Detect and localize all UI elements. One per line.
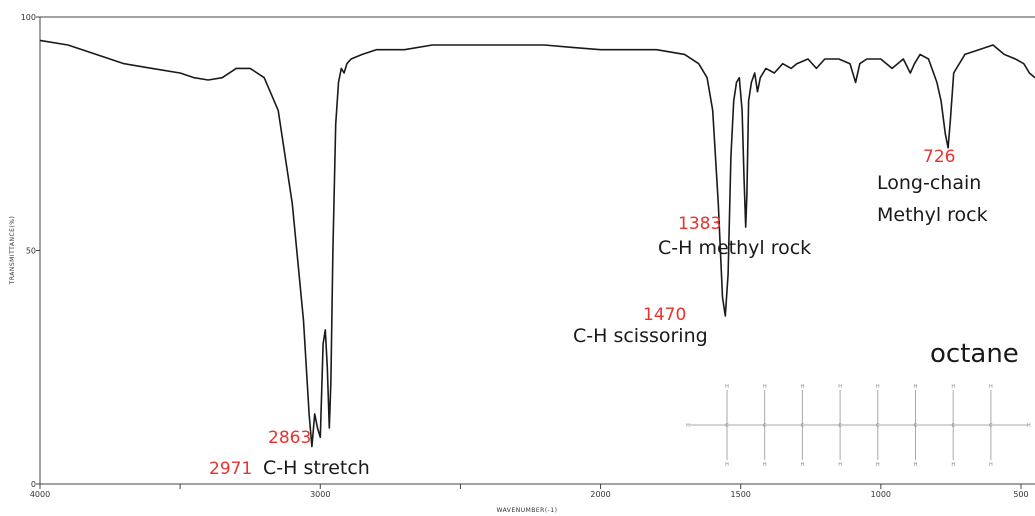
molecule-hydrogen: H xyxy=(951,384,955,390)
molecule-carbon: C xyxy=(914,423,918,429)
y-axis-label: TRANSMITTANCE(%) xyxy=(9,216,16,286)
molecule-hydrogen: H xyxy=(914,462,918,468)
annotation-726-label: Long-chain xyxy=(877,172,981,194)
molecule-hydrogen: H xyxy=(686,423,690,429)
annotation-1470-number: 1470 xyxy=(643,305,686,325)
annotation-2971-number: 2971 xyxy=(209,459,252,479)
molecule-carbon: C xyxy=(989,423,993,429)
molecule-hydrogen: H xyxy=(951,462,955,468)
molecule-hydrogen: H xyxy=(989,462,993,468)
annotation-1470-label: C-H scissoring xyxy=(573,325,708,347)
molecule-hydrogen: H xyxy=(876,384,880,390)
spectrum-series-line xyxy=(39,39,1035,448)
x-tick-label: 4000 xyxy=(30,490,50,499)
x-tick-label: 500 xyxy=(1013,490,1028,499)
annotation-1383-label: C-H methyl rock xyxy=(658,237,811,259)
octane-structure-diagram: H H C H H C H H C H H C H H C H H C H H C H H C H H xyxy=(686,384,1031,468)
x-tick-label: 3000 xyxy=(310,490,330,499)
molecule-hydrogen: H xyxy=(801,384,805,390)
molecule-hydrogen: H xyxy=(838,462,842,468)
molecule-hydrogen: H xyxy=(914,384,918,390)
molecule-carbon: C xyxy=(725,423,729,429)
molecule-hydrogen: H xyxy=(838,384,842,390)
molecule-carbon: C xyxy=(763,423,767,429)
molecule-hydrogen: H xyxy=(1027,423,1031,429)
x-axis-label: WAVENUMBER(-1) xyxy=(496,507,557,514)
molecule-hydrogen: H xyxy=(763,462,767,468)
molecule-hydrogen: H xyxy=(725,462,729,468)
y-tick-label: 50 xyxy=(26,247,36,256)
y-tick-label: 0 xyxy=(31,480,36,489)
molecule-carbon: C xyxy=(876,423,880,429)
y-tick-label: 100 xyxy=(21,13,36,22)
x-tick-label: 1000 xyxy=(871,490,891,499)
annotation-2971-label: C-H stretch xyxy=(263,457,370,479)
annotation-2863-number: 2863 xyxy=(268,428,311,448)
x-tick-label: 2000 xyxy=(590,490,610,499)
molecule-carbon: C xyxy=(951,423,955,429)
molecule-hydrogen: H xyxy=(801,462,805,468)
x-tick-label: 1500 xyxy=(731,490,751,499)
molecule-hydrogen: H xyxy=(989,384,993,390)
molecule-hydrogen: H xyxy=(725,384,729,390)
annotation-726-number: 726 xyxy=(923,147,955,167)
y-axis-ticks: 0 50 100 xyxy=(21,13,40,489)
annotation-1383-number: 1383 xyxy=(678,214,721,234)
molecule-hydrogen: H xyxy=(876,462,880,468)
molecule-carbon: C xyxy=(801,423,805,429)
molecule-name: octane xyxy=(930,339,1019,369)
x-axis-ticks: 4000 3000 2000 1500 1000 500 xyxy=(30,484,1029,499)
molecule-carbon: C xyxy=(838,423,842,429)
molecule-hydrogen: H xyxy=(763,384,767,390)
annotation-726-label-line2: Methyl rock xyxy=(877,204,988,226)
